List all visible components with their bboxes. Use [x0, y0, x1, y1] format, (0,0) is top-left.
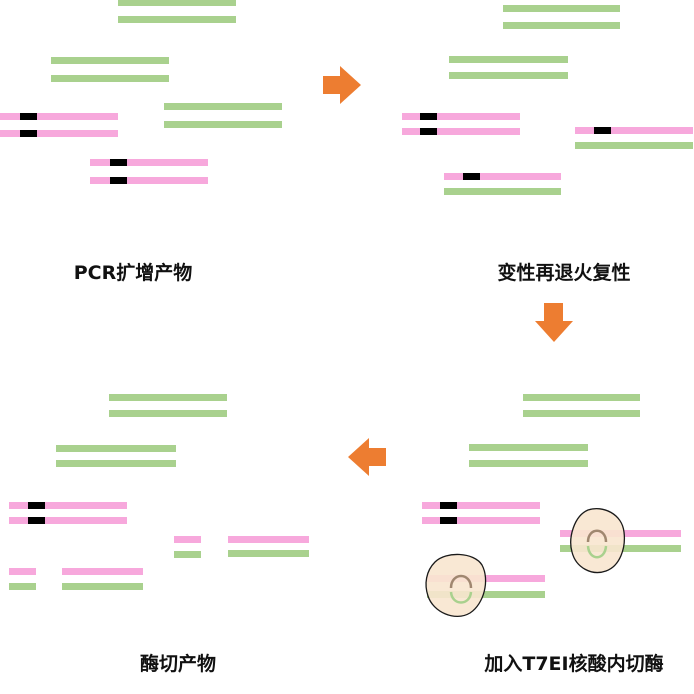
mismatch-site	[440, 517, 457, 524]
mismatch-site	[594, 127, 611, 134]
green-duplex	[109, 394, 227, 417]
mismatch-site	[28, 502, 45, 509]
pink-mutant-duplex	[90, 159, 208, 184]
mismatch-site	[420, 113, 437, 120]
cleaved-fragment	[9, 568, 36, 590]
pink-mutant-duplex	[402, 113, 520, 135]
arrow-right-icon	[323, 66, 361, 104]
green-duplex	[503, 5, 620, 29]
green-duplex	[51, 57, 169, 82]
arrow-down-icon	[535, 303, 573, 342]
label-denature-reanneal: 变性再退火复性	[497, 261, 630, 284]
mismatch-site	[20, 113, 37, 120]
green-duplex	[118, 0, 236, 23]
cleaved-fragment	[62, 568, 143, 590]
arrow-left-icon	[348, 438, 386, 476]
mismatch-site	[420, 128, 437, 135]
t7ei-enzyme	[425, 553, 487, 618]
pink-mutant-duplex	[422, 502, 540, 524]
label-digest-products: 酶切产物	[140, 652, 216, 675]
green-duplex	[523, 394, 640, 417]
green-duplex	[164, 103, 282, 128]
panel-t7ei	[422, 394, 681, 618]
label-pcr-products: PCR扩增产物	[74, 261, 193, 284]
green-duplex	[469, 444, 588, 467]
heteroduplex	[444, 173, 561, 195]
panel-digest-products	[9, 394, 309, 590]
green-duplex	[449, 56, 568, 79]
mismatch-site	[28, 517, 45, 524]
mismatch-site	[110, 177, 127, 184]
pink-mutant-duplex	[0, 113, 118, 137]
green-duplex	[56, 445, 176, 467]
panel-reannealed	[402, 5, 693, 195]
heteroduplex	[575, 127, 693, 149]
cleaved-fragment	[228, 536, 309, 557]
mismatch-site	[110, 159, 127, 166]
pink-mutant-duplex	[9, 502, 127, 524]
panel-pcr-products	[0, 0, 282, 184]
t7ei-enzyme	[570, 508, 626, 574]
mismatch-site	[440, 502, 457, 509]
mismatch-site	[20, 130, 37, 137]
cleaved-fragment	[174, 536, 201, 558]
mismatch-site	[463, 173, 480, 180]
label-add-t7ei: 加入T7EI核酸内切酶	[483, 652, 663, 675]
